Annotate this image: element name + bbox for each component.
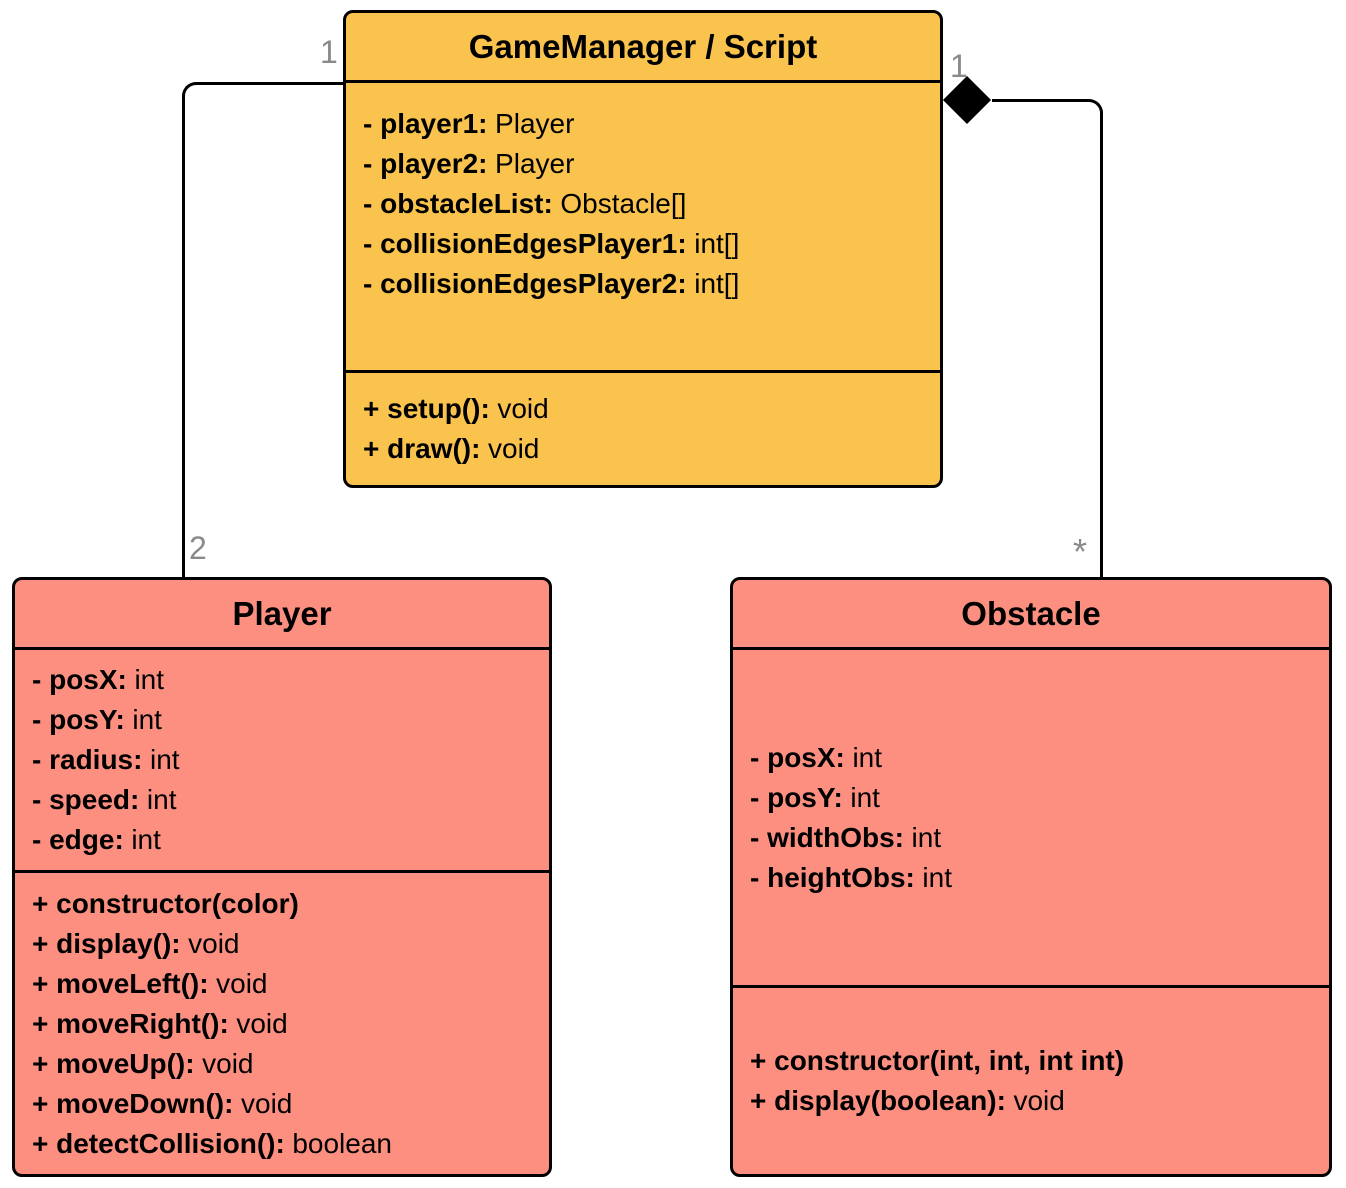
method-name: + display(boolean): (750, 1085, 1006, 1116)
method-row: + display(boolean):void (750, 1081, 1321, 1121)
attribute-type: int (911, 821, 942, 853)
attribute-name: - player1: (363, 108, 488, 139)
class-box-obstacle[interactable]: Obstacle - posX:int - posY:int - widthOb… (730, 577, 1332, 1177)
attributes-section-gamemanager: - player1:Player - player2:Player - obst… (346, 83, 940, 370)
attribute-name: - obstacleList: (363, 188, 553, 219)
class-title-obstacle: Obstacle (733, 580, 1329, 650)
method-return-type: void (202, 1047, 254, 1079)
attribute-row: - heightObs:int (750, 858, 1321, 898)
attribute-type: int (150, 744, 180, 775)
attribute-row: - collisionEdgesPlayer1:int[] (363, 224, 932, 264)
attribute-name: - posY: (32, 704, 125, 735)
methods-section-player: + constructor(color) + display():void + … (15, 870, 549, 1174)
attribute-type: int (132, 704, 162, 735)
method-return-type: void (216, 967, 268, 999)
method-row: + moveRight():void (32, 1004, 541, 1044)
attributes-section-player: - posX:int - posY:int - radius:int - spe… (15, 650, 549, 870)
multiplicity-label-player-target: 2 (189, 530, 207, 566)
association-edge-gamemanager-player[interactable] (182, 82, 343, 577)
attribute-type: int (131, 824, 161, 855)
method-row: + setup():void (363, 389, 932, 429)
multiplicity-label-gamemanager-obstacle-source: 1 (950, 48, 968, 84)
method-name: + draw(): (363, 433, 481, 464)
multiplicity-label-gamemanager-player-source: 1 (320, 34, 338, 70)
class-title-player: Player (15, 580, 549, 650)
attribute-row: - posY:int (750, 778, 1321, 818)
method-name: + detectCollision(): (32, 1127, 285, 1159)
attribute-name: - speed: (32, 784, 140, 815)
attribute-type: int (134, 664, 165, 695)
method-row: + moveDown():void (32, 1084, 541, 1124)
attribute-type: Player (495, 148, 575, 179)
attribute-row: - speed:int (32, 780, 541, 820)
method-row: + detectCollision():boolean (32, 1124, 541, 1164)
attribute-row: - obstacleList:Obstacle[] (363, 184, 932, 224)
attribute-name: - posX: (750, 741, 845, 773)
attribute-name: - collisionEdgesPlayer1: (363, 228, 687, 259)
method-name: + moveUp(): (32, 1047, 195, 1079)
methods-section-obstacle: + constructor(int, int, int int) + displ… (733, 985, 1329, 1174)
method-return-type: void (1013, 1085, 1065, 1116)
attribute-name: - heightObs: (750, 861, 915, 893)
methods-section-gamemanager: + setup():void + draw():void (346, 370, 940, 485)
attribute-type: int (850, 781, 880, 813)
method-return-type: void (497, 393, 549, 424)
attribute-row: - radius:int (32, 740, 541, 780)
method-name: + constructor(int, int, int int) (750, 1045, 1125, 1076)
attribute-row: - collisionEdgesPlayer2:int[] (363, 264, 932, 304)
method-row: + moveLeft():void (32, 964, 541, 1004)
attribute-row: - player2:Player (363, 144, 932, 184)
method-row: + constructor(color) (32, 884, 541, 924)
composition-edge-gamemanager-obstacle[interactable] (992, 99, 1103, 577)
attribute-type: int (146, 784, 177, 815)
method-name: + moveDown(): (32, 1087, 234, 1119)
attribute-name: - edge: (32, 824, 124, 855)
attributes-section-obstacle: - posX:int - posY:int - widthObs:int - h… (733, 650, 1329, 985)
method-name: + display(): (32, 927, 181, 959)
method-row: + constructor(int, int, int int) (750, 1041, 1321, 1081)
attribute-name: - widthObs: (750, 821, 904, 853)
attribute-row: - widthObs:int (750, 818, 1321, 858)
attribute-type: int[] (694, 268, 740, 299)
attribute-type: Player (495, 108, 575, 139)
class-title-text: Player (232, 594, 332, 632)
method-name: + moveLeft(): (32, 967, 209, 999)
attribute-row: - posX:int (32, 660, 541, 700)
method-row: + moveUp():void (32, 1044, 541, 1084)
attribute-name: - radius: (32, 744, 143, 775)
class-title-gamemanager: GameManager / Script (346, 13, 940, 83)
method-return-type: void (241, 1087, 293, 1119)
attribute-row: - posY:int (32, 700, 541, 740)
class-box-gamemanager[interactable]: GameManager / Script - player1:Player - … (343, 10, 943, 488)
method-row: + draw():void (363, 429, 932, 469)
method-row: + display():void (32, 924, 541, 964)
method-name: + moveRight(): (32, 1007, 229, 1039)
method-return-type: boolean (292, 1127, 392, 1159)
attribute-row: - edge:int (32, 820, 541, 860)
attribute-row: - player1:Player (363, 104, 932, 144)
attribute-name: - collisionEdgesPlayer2: (363, 268, 687, 299)
attribute-type: int[] (694, 228, 740, 259)
class-title-text: GameManager / Script (468, 27, 818, 65)
attribute-name: - posY: (750, 781, 843, 813)
attribute-type: int (852, 741, 883, 773)
attribute-row: - posX:int (750, 738, 1321, 778)
attribute-type: Obstacle[] (560, 188, 687, 219)
method-name: + constructor(color) (32, 887, 299, 919)
attribute-type: int (922, 861, 952, 893)
class-title-text: Obstacle (961, 594, 1101, 632)
attribute-name: - posX: (32, 664, 127, 695)
method-return-type: void (236, 1007, 288, 1039)
method-name: + setup(): (363, 393, 490, 424)
method-return-type: void (488, 433, 540, 464)
multiplicity-label-obstacle-target: * (1073, 531, 1088, 572)
class-box-player[interactable]: Player - posX:int - posY:int - radius:in… (12, 577, 552, 1177)
method-return-type: void (188, 927, 240, 959)
attribute-name: - player2: (363, 148, 488, 179)
